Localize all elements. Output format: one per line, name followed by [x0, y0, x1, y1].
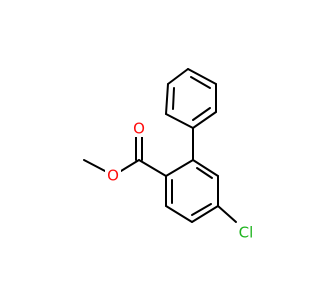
phenyl-ring [165, 68, 217, 129]
bond-bz-inner2 [191, 203, 212, 216]
bond-bz4 [165, 205, 193, 223]
bond-ph-inner1 [190, 76, 211, 89]
atom-chlorine: Cl [234, 224, 258, 242]
molecule-diagram: O O Cl [83, 68, 258, 242]
bond-bz-inner1 [196, 167, 213, 179]
atom-label-o-ester: O [107, 167, 119, 185]
atom-label-cl: Cl [239, 224, 254, 242]
bond-ph6 [165, 83, 169, 115]
bond-bz1 [192, 159, 219, 177]
atom-label-o-carbonyl: O [133, 120, 145, 138]
bond-ph2 [187, 68, 217, 85]
atom-ester-oxygen: O [105, 167, 121, 185]
bond-oester-methyl [83, 159, 106, 172]
bond-ring-carbonyl [138, 159, 167, 177]
bond-c-cl [217, 205, 237, 223]
atom-carbonyl-oxygen: O [131, 120, 147, 138]
benzoate-ring [165, 159, 219, 223]
ester-group [83, 135, 167, 177]
bond-bz3 [191, 205, 219, 223]
bond-ph-inner3 [172, 87, 175, 110]
bond-ph1 [167, 68, 189, 85]
bond-ph5 [165, 113, 194, 129]
bond-bz6 [165, 159, 194, 177]
bond-carbonyl-oester [120, 159, 140, 172]
bond-ph-inner2 [192, 107, 211, 121]
bond-ph4 [192, 111, 217, 129]
